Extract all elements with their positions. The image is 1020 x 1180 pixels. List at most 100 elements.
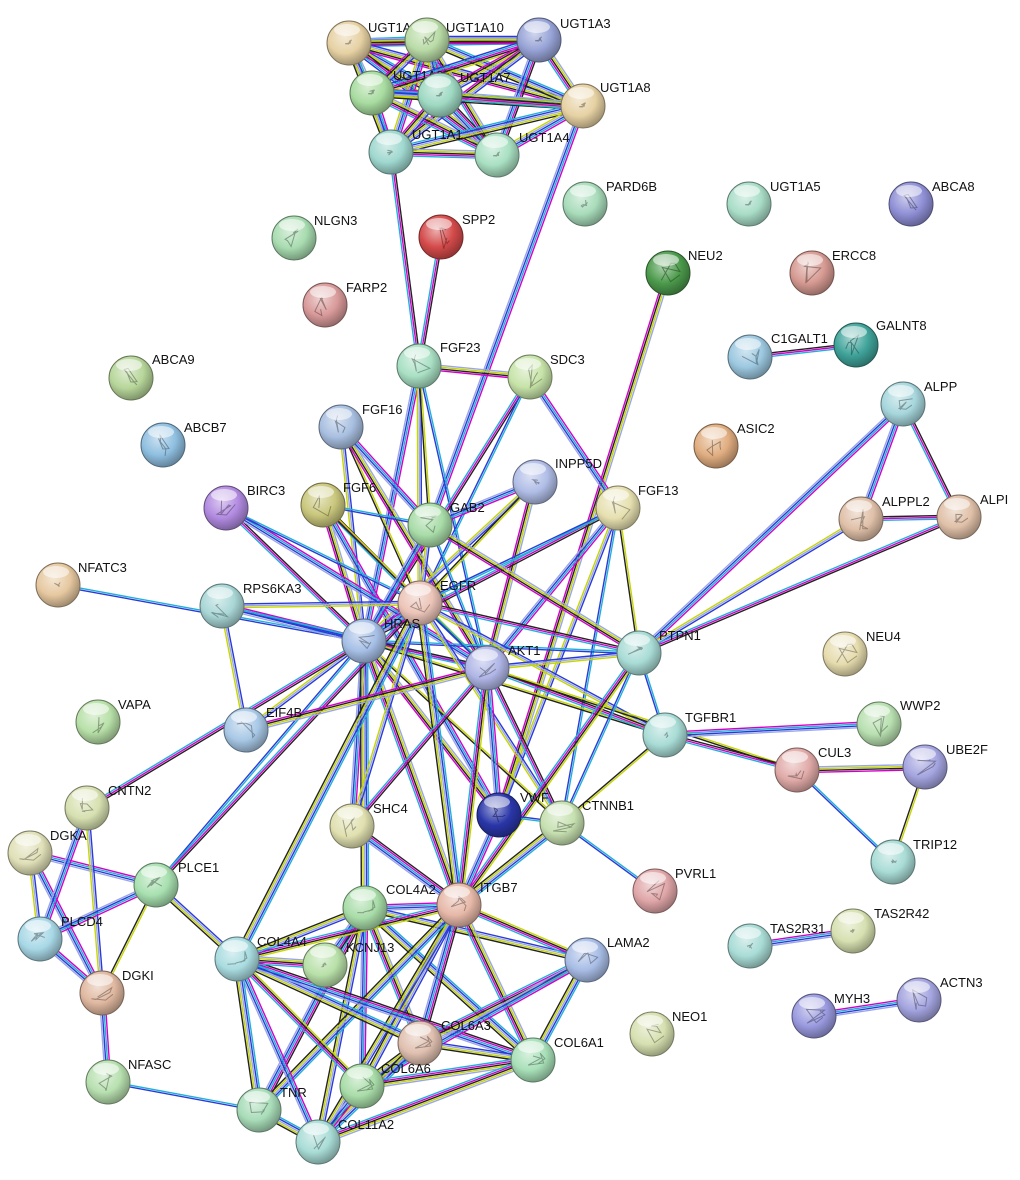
protein-node-nfasc[interactable]: NFASC	[85, 1057, 171, 1105]
protein-node-tas2r42[interactable]: TAS2R42	[830, 906, 929, 954]
protein-node-ugt1a4[interactable]: UGT1A4	[474, 130, 570, 178]
protein-node-shc4[interactable]: SHC4	[329, 801, 408, 849]
protein-node-col6a3[interactable]: COL6A3	[397, 1018, 491, 1066]
interaction-edge	[418, 480, 537, 605]
protein-node-plce1[interactable]: PLCE1	[133, 860, 219, 908]
interaction-evidence-line	[528, 377, 618, 509]
protein-node-col11a2[interactable]: COL11A2	[295, 1117, 394, 1165]
protein-node-pard6b[interactable]: PARD6B	[562, 179, 657, 227]
protein-node-alpp[interactable]: ALPP	[880, 379, 957, 427]
interaction-edge	[417, 365, 432, 526]
protein-node-col6a6[interactable]: COL6A6	[339, 1061, 431, 1109]
interaction-evidence-line	[321, 505, 364, 642]
protein-node-farp2[interactable]: FARP2	[302, 280, 387, 328]
protein-node-dgki[interactable]: DGKI	[79, 968, 154, 1016]
protein-node-ctnnb1[interactable]: CTNNB1	[539, 798, 634, 846]
protein-node-alppl2[interactable]: ALPPL2	[838, 494, 930, 542]
interaction-edge	[225, 506, 421, 605]
protein-node-ugt1a5[interactable]: UGT1A5	[726, 179, 821, 227]
protein-node-sdc3[interactable]: SDC3	[507, 352, 585, 400]
protein-node-kcnj13[interactable]: KCNJ13	[302, 940, 394, 988]
interaction-edge	[426, 104, 587, 527]
protein-node-birc3[interactable]: BIRC3	[203, 483, 285, 531]
protein-node-cul3[interactable]: CUL3	[774, 745, 851, 793]
protein-node-wwp2[interactable]: WWP2	[856, 698, 940, 747]
protein-node-eif4b[interactable]: EIF4B	[223, 705, 302, 753]
protein-node-fgf23[interactable]: FGF23	[396, 340, 480, 389]
protein-label: EIF4B	[266, 705, 302, 720]
protein-node-lama2[interactable]: LAMA2	[564, 935, 650, 983]
protein-node-alpi[interactable]: ALPI	[936, 492, 1008, 540]
protein-node-asic2[interactable]: ASIC2	[693, 421, 775, 469]
interaction-evidence-line	[261, 909, 369, 1112]
protein-node-galnt8[interactable]: GALNT8	[833, 318, 927, 368]
interaction-evidence-line	[363, 641, 665, 737]
protein-node-ugt1a6[interactable]: UGT1A6	[326, 20, 419, 66]
protein-node-nfatc3[interactable]: NFATC3	[35, 560, 127, 608]
protein-node-neu2[interactable]: NEU2	[645, 248, 723, 296]
sphere-highlight	[87, 974, 113, 986]
protein-node-myh3[interactable]: MYH3	[791, 991, 870, 1039]
protein-node-abca8[interactable]: ABCA8	[888, 179, 975, 227]
protein-node-abca9[interactable]: ABCA9	[108, 352, 195, 401]
interaction-evidence-line	[371, 37, 539, 92]
protein-node-col4a2[interactable]: COL4A2	[342, 882, 436, 931]
protein-node-ugt1a3[interactable]: UGT1A3	[516, 16, 611, 63]
protein-node-vapa[interactable]: VAPA	[75, 697, 151, 745]
protein-node-col4a4[interactable]: COL4A4	[214, 934, 307, 982]
protein-node-ube2f[interactable]: UBE2F	[902, 742, 988, 790]
protein-node-rps6ka3[interactable]: RPS6KA3	[199, 581, 302, 629]
protein-node-fgf16[interactable]: FGF16	[318, 402, 402, 450]
protein-node-plcd4[interactable]: PLCD4	[17, 914, 103, 962]
protein-node-gab2[interactable]: GAB2	[407, 500, 485, 548]
protein-node-hras[interactable]: HRAS	[341, 616, 420, 664]
interaction-evidence-line	[88, 807, 105, 993]
interaction-evidence-line	[419, 602, 640, 654]
protein-label: COL4A4	[257, 934, 307, 949]
protein-node-dgka[interactable]: DGKA	[7, 828, 87, 876]
interaction-evidence-line	[221, 602, 421, 607]
protein-node-ugt1a10[interactable]: UGT1A10	[404, 17, 504, 63]
protein-label: NFATC3	[78, 560, 127, 575]
protein-node-tnr[interactable]: TNR	[236, 1085, 307, 1133]
interaction-evidence-line	[370, 35, 539, 91]
protein-structure-icon	[897, 398, 913, 411]
protein-node-actn3[interactable]: ACTN3	[896, 975, 983, 1023]
protein-node-akt1[interactable]: AKT1	[464, 643, 541, 691]
interaction-evidence-line	[315, 903, 458, 1141]
interaction-evidence-line	[459, 901, 589, 959]
interaction-evidence-line	[560, 507, 618, 823]
protein-node-itgb7[interactable]: ITGB7	[436, 880, 518, 928]
protein-node-neu4[interactable]: NEU4	[822, 629, 901, 677]
protein-node-egfr[interactable]: EGFR	[397, 578, 476, 626]
protein-node-col6a1[interactable]: COL6A1	[510, 1035, 604, 1083]
protein-node-ercc8[interactable]: ERCC8	[789, 248, 876, 296]
protein-node-ugt1a7[interactable]: UGT1A7	[417, 70, 511, 118]
interaction-evidence-line	[419, 365, 432, 525]
protein-node-abcb7[interactable]: ABCB7	[140, 420, 227, 468]
interaction-evidence-line	[371, 92, 498, 156]
protein-node-cntn2[interactable]: CNTN2	[64, 783, 151, 831]
protein-node-spp2[interactable]: SPP2	[418, 212, 495, 260]
protein-node-pvrl1[interactable]: PVRL1	[632, 866, 716, 914]
protein-node-tas2r31[interactable]: TAS2R31	[727, 921, 825, 969]
protein-node-c1galt1[interactable]: C1GALT1	[727, 331, 828, 380]
protein-node-vwf[interactable]: VWF	[476, 790, 549, 838]
sphere-highlight	[799, 997, 825, 1009]
protein-structure-icon	[552, 821, 576, 833]
protein-node-inpp5d[interactable]: INPP5D	[512, 456, 602, 505]
protein-structure-icon	[227, 951, 248, 965]
protein-node-tgfbr1[interactable]: TGFBR1	[642, 710, 736, 758]
interaction-evidence-line	[426, 39, 584, 107]
protein-label: UGT1A1	[412, 127, 463, 142]
protein-node-neo1[interactable]: NEO1	[629, 1009, 707, 1057]
protein-node-fgf6[interactable]: FGF6	[300, 480, 376, 528]
protein-node-trip12[interactable]: TRIP12	[870, 837, 957, 885]
interaction-edge	[616, 507, 641, 654]
protein-node-nlgn3[interactable]: NLGN3	[271, 213, 357, 261]
protein-node-ugt1a1[interactable]: UGT1A1	[368, 127, 463, 175]
interaction-evidence-line	[323, 504, 366, 641]
protein-node-ptpn1[interactable]: PTPN1	[616, 628, 701, 676]
protein-node-ugt1a8[interactable]: UGT1A8	[560, 80, 651, 129]
protein-node-fgf13[interactable]: FGF13	[595, 483, 678, 531]
